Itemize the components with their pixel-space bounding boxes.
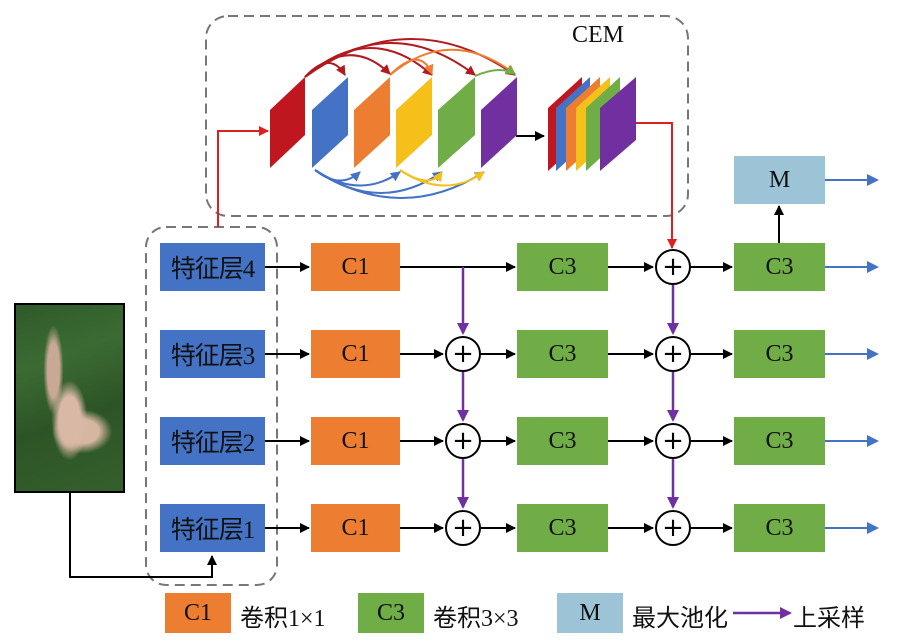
conv3x3-block: C3 [734,417,825,465]
cem-dense-layers [270,77,517,168]
add-node: + [655,510,691,546]
conv3x3-block: C3 [517,417,608,465]
feature-group-border [145,226,278,586]
legend-c1-swatch: C1 [165,593,231,633]
conv1x1-block: C1 [311,330,400,378]
conv3x3-block: C3 [517,243,608,291]
feature-layer-3: 特征层3 [160,330,265,378]
maxpool-block: M [734,156,825,204]
add-node: + [445,423,481,459]
conv3x3-block: C3 [734,243,825,291]
cem-concat-block [548,77,636,171]
conv1x1-block: C1 [311,504,400,552]
legend-c1-text: 卷积1×1 [240,606,326,632]
cem-module-border [205,15,689,217]
add-node: + [445,510,481,546]
legend-c3-swatch: C3 [358,593,424,633]
conv3x3-block: C3 [734,504,825,552]
feature-layer-4: 特征层4 [160,243,265,291]
input-satellite-image [14,303,125,493]
legend-c3-text: 卷积3×3 [433,606,519,632]
add-node: + [655,249,691,285]
conv3x3-block: C3 [517,330,608,378]
add-node: + [445,336,481,372]
cem-label: CEM [572,22,625,48]
conv1x1-block: C1 [311,417,400,465]
add-node: + [655,423,691,459]
legend-upsample-text: 上采样 [793,606,865,632]
conv3x3-block: C3 [517,504,608,552]
feature-layer-2: 特征层2 [160,417,265,465]
conv3x3-block: C3 [734,330,825,378]
legend-m-swatch: M [557,593,623,633]
conv1x1-block: C1 [311,243,400,291]
add-node: + [655,336,691,372]
feature-layer-1: 特征层1 [160,504,265,552]
legend-m-text: 最大池化 [632,606,728,632]
